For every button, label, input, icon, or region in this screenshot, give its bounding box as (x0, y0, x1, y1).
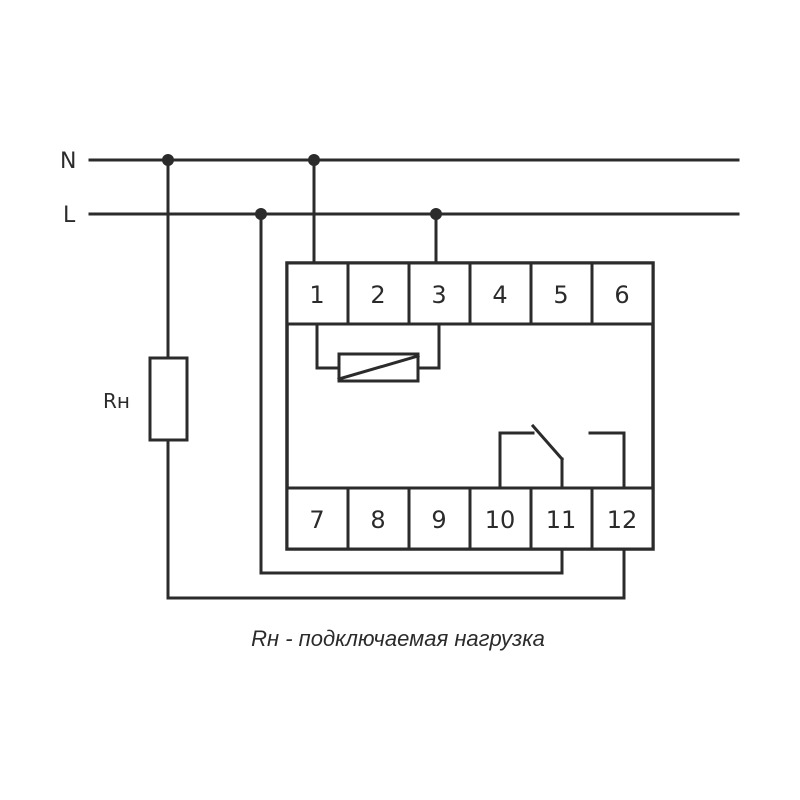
terminal-label: 12 (607, 506, 638, 534)
live-to-terminal-11-wire (259, 212, 564, 575)
terminal-6 (590, 261, 655, 326)
terminal-10 (468, 486, 533, 551)
contact-nc-wire (498, 431, 535, 490)
terminal-label: 11 (546, 506, 577, 534)
terminal-label: 1 (309, 281, 324, 309)
live-line-label: L (63, 203, 76, 228)
contact-no-wire (588, 431, 626, 490)
neutral-line-label: N (60, 149, 76, 174)
contact-arm (530, 423, 565, 462)
bottom-terminal-row: 7 8 9 10 11 12 (285, 486, 655, 551)
terminal-label: 9 (431, 506, 446, 534)
load-return-wire (166, 438, 626, 600)
coil-wire-left (315, 322, 341, 370)
terminal-label: 2 (370, 281, 385, 309)
terminal-label: 10 (485, 506, 516, 534)
diagram-caption: Rн - подключаемая нагрузка (251, 626, 545, 651)
terminal-label: 6 (614, 281, 629, 309)
load-label: Rн (103, 389, 130, 413)
terminal-label: 7 (309, 506, 324, 534)
coil-wire-right (416, 322, 441, 370)
terminal-label: 5 (553, 281, 568, 309)
relay-coil-symbol (315, 322, 441, 383)
terminal-4 (468, 261, 533, 326)
terminal-label: 3 (431, 281, 446, 309)
terminal-8 (346, 486, 411, 551)
coil-diagonal (337, 354, 420, 381)
terminal-label: 4 (492, 281, 507, 309)
top-terminal-row: 1 2 3 4 5 6 (285, 261, 655, 326)
terminal-12 (590, 486, 655, 551)
load-resistor (148, 356, 189, 442)
terminal-2 (346, 261, 411, 326)
terminal-label: 8 (370, 506, 385, 534)
relay-contacts-symbol (498, 423, 626, 490)
